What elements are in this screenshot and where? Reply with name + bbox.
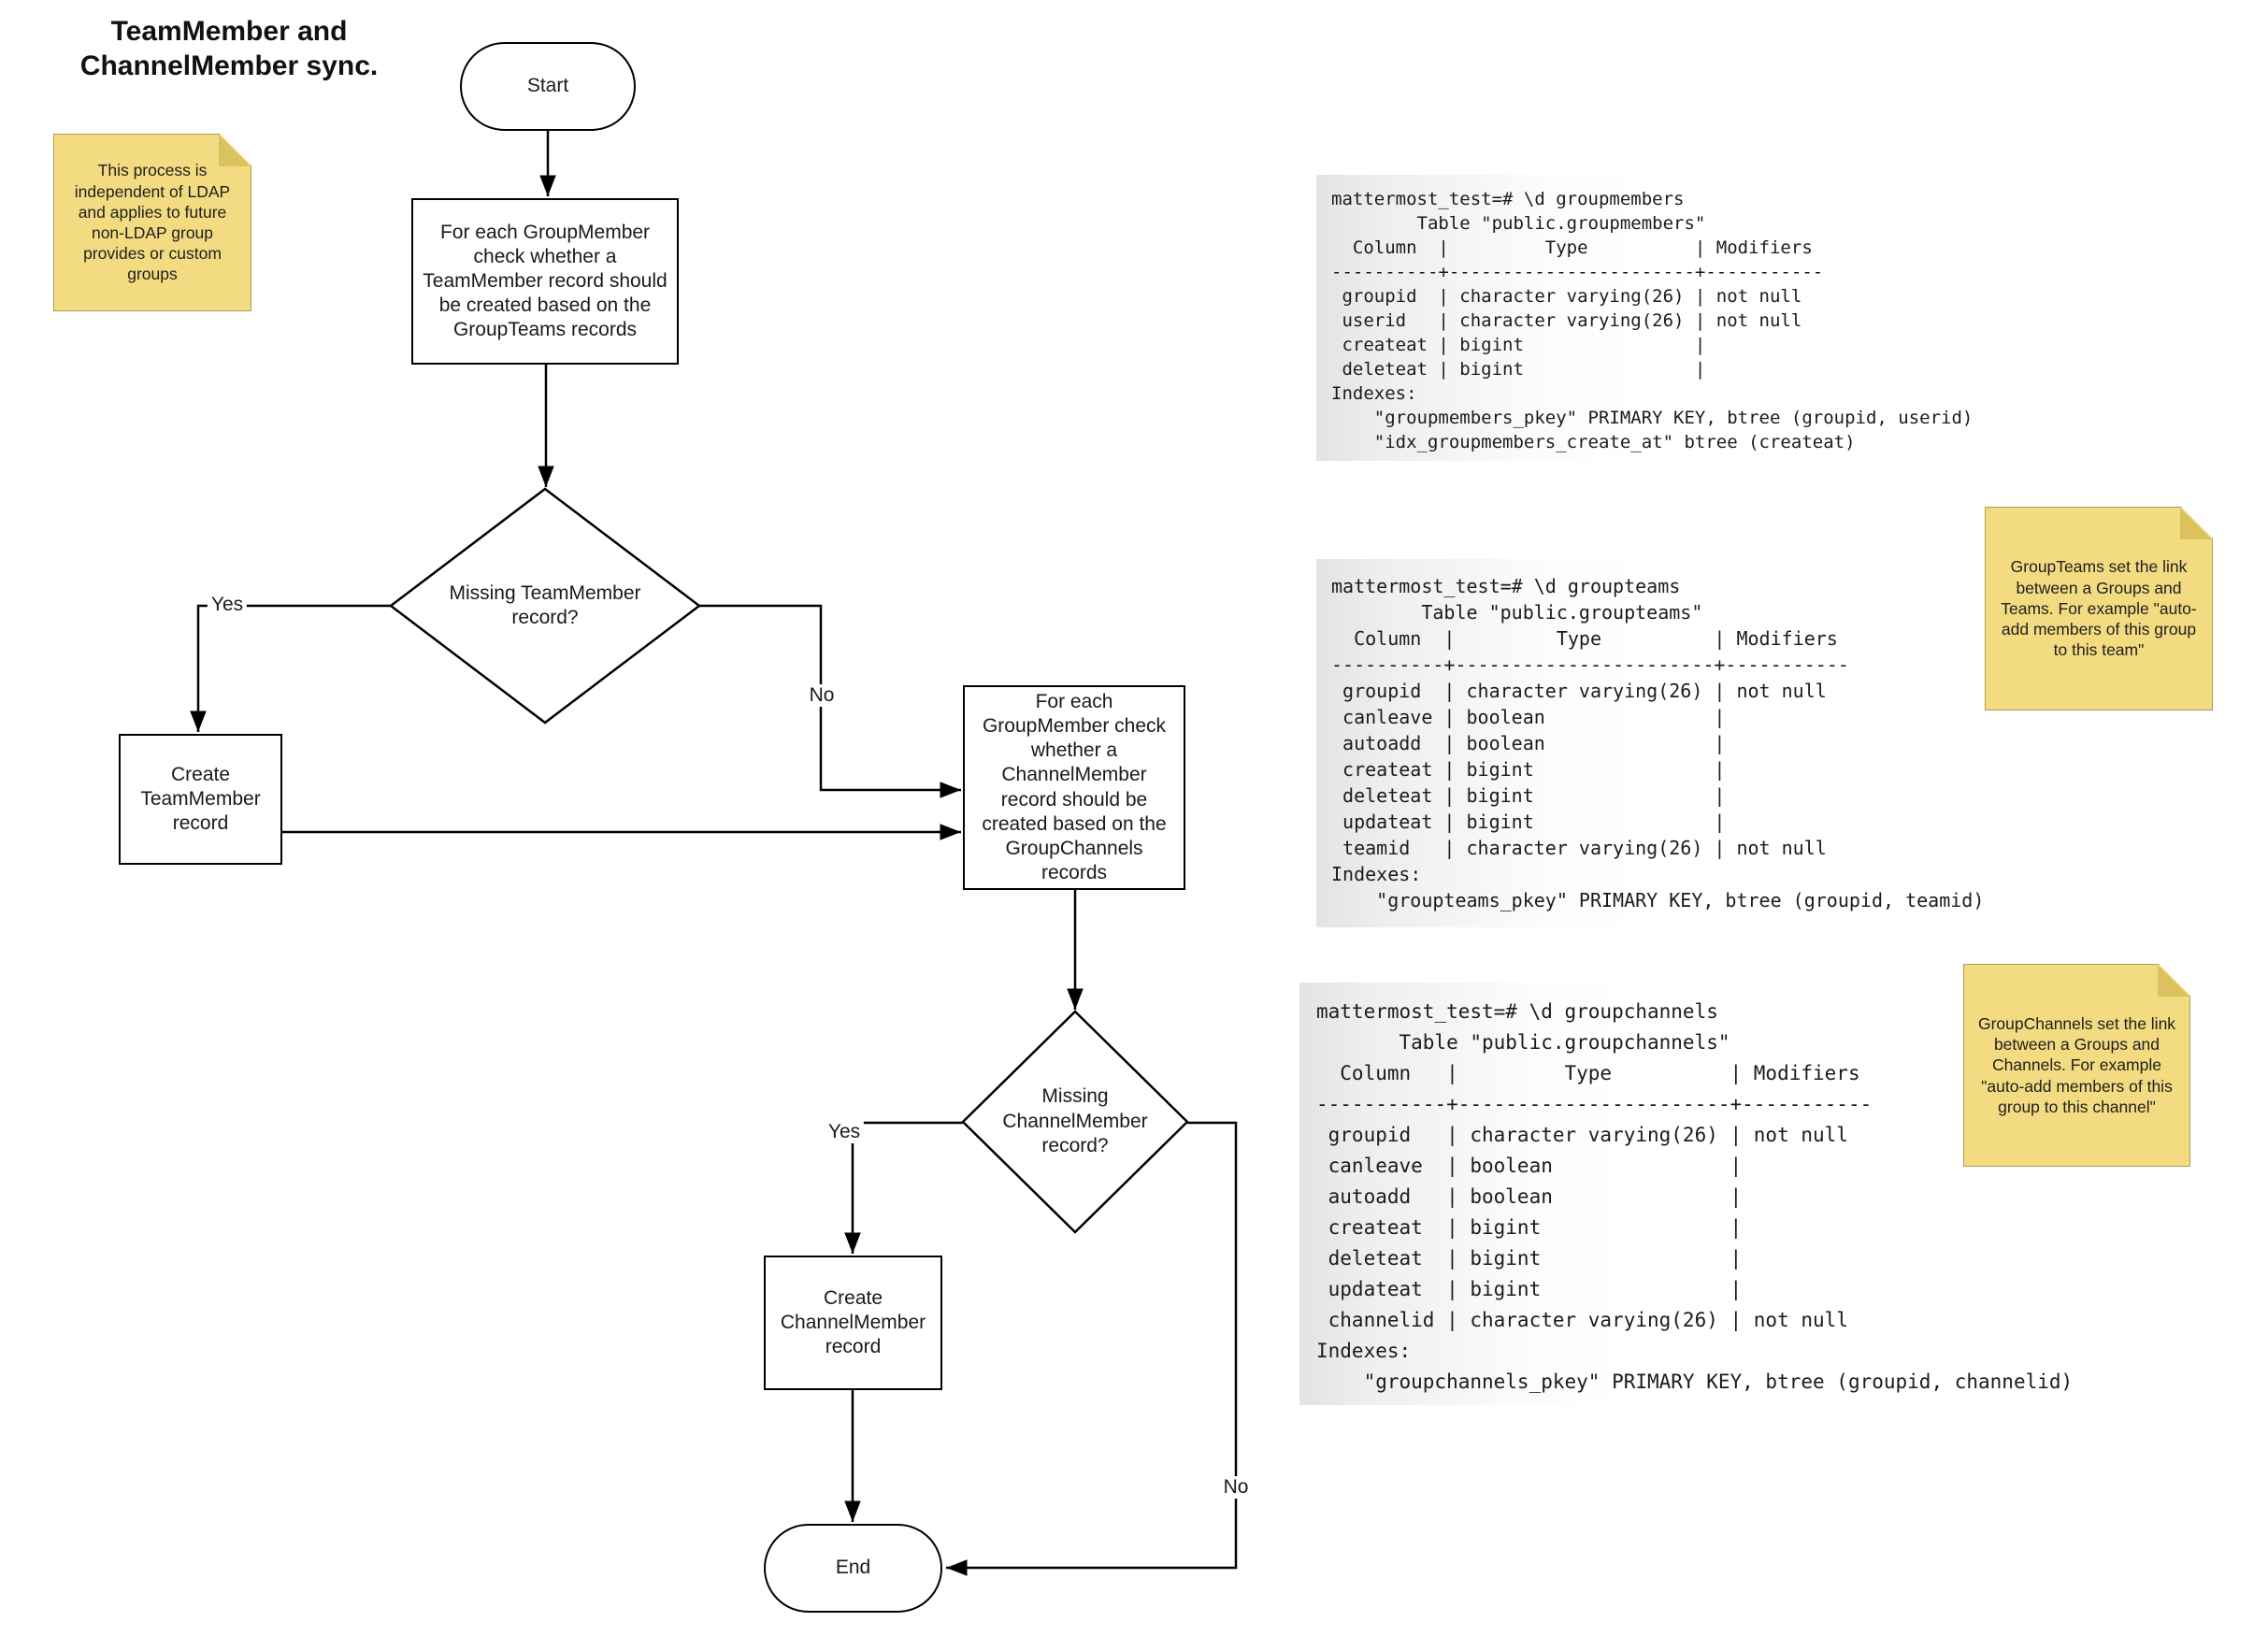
connector-decision-channel-no — [946, 1121, 1238, 1576]
process-channel-label: For each GroupMember check whether a Cha… — [982, 691, 1167, 883]
psql-output-groupteams: mattermost_test=# \d groupteams Table "p… — [1316, 559, 1984, 927]
edge-label-yes-team: Yes — [207, 594, 248, 616]
start-node-label: Start — [526, 75, 569, 97]
end-node-label: End — [835, 1557, 871, 1579]
connector-decision-team-yes — [190, 604, 391, 732]
sticky-note-groupteams: GroupTeams set the link between a Groups… — [1985, 507, 2213, 710]
create-channel-member-node: Create ChannelMember record — [764, 1256, 942, 1390]
create-channel-member-label: Create ChannelMember record — [780, 1286, 926, 1358]
psql-output-groupmembers: mattermost_test=# \d groupmembers Table … — [1316, 175, 1973, 461]
sticky-note-groupchannels: GroupChannels set the link between a Gro… — [1963, 964, 2190, 1167]
process-channel-node: For each GroupMember check whether a Cha… — [963, 685, 1185, 890]
edge-label-no-channel: No — [1219, 1476, 1253, 1499]
process-team-label: For each GroupMember check whether a Tea… — [423, 221, 667, 341]
process-team-node: For each GroupMember check whether a Tea… — [411, 198, 679, 365]
decision-team-label: Missing TeamMember record? — [449, 581, 641, 628]
decision-channel-label: Missing ChannelMember record? — [1002, 1085, 1148, 1157]
create-team-member-label: Create TeamMember record — [140, 763, 261, 835]
sticky-note-groupteams-text: GroupTeams set the link between a Groups… — [2001, 557, 2197, 660]
page-title: TeamMember and ChannelMember sync. — [79, 16, 379, 81]
edge-label-no-team: No — [805, 684, 839, 707]
connector-decision-channel-yes — [844, 1121, 963, 1254]
start-node: Start — [460, 42, 636, 131]
decision-team-diamond — [388, 487, 702, 725]
sticky-note-ldap-text: This process is independent of LDAP and … — [74, 161, 231, 284]
end-node: End — [764, 1524, 942, 1613]
decision-channel-diamond — [961, 1010, 1189, 1234]
sticky-note-groupchannels-text: GroupChannels set the link between a Gro… — [1977, 1013, 2176, 1116]
edge-label-yes-channel: Yes — [824, 1121, 865, 1143]
psql-output-groupchannels: mattermost_test=# \d groupchannels Table… — [1299, 983, 2073, 1405]
sticky-note-ldap: This process is independent of LDAP and … — [53, 134, 251, 311]
create-team-member-node: Create TeamMember record — [119, 734, 282, 865]
